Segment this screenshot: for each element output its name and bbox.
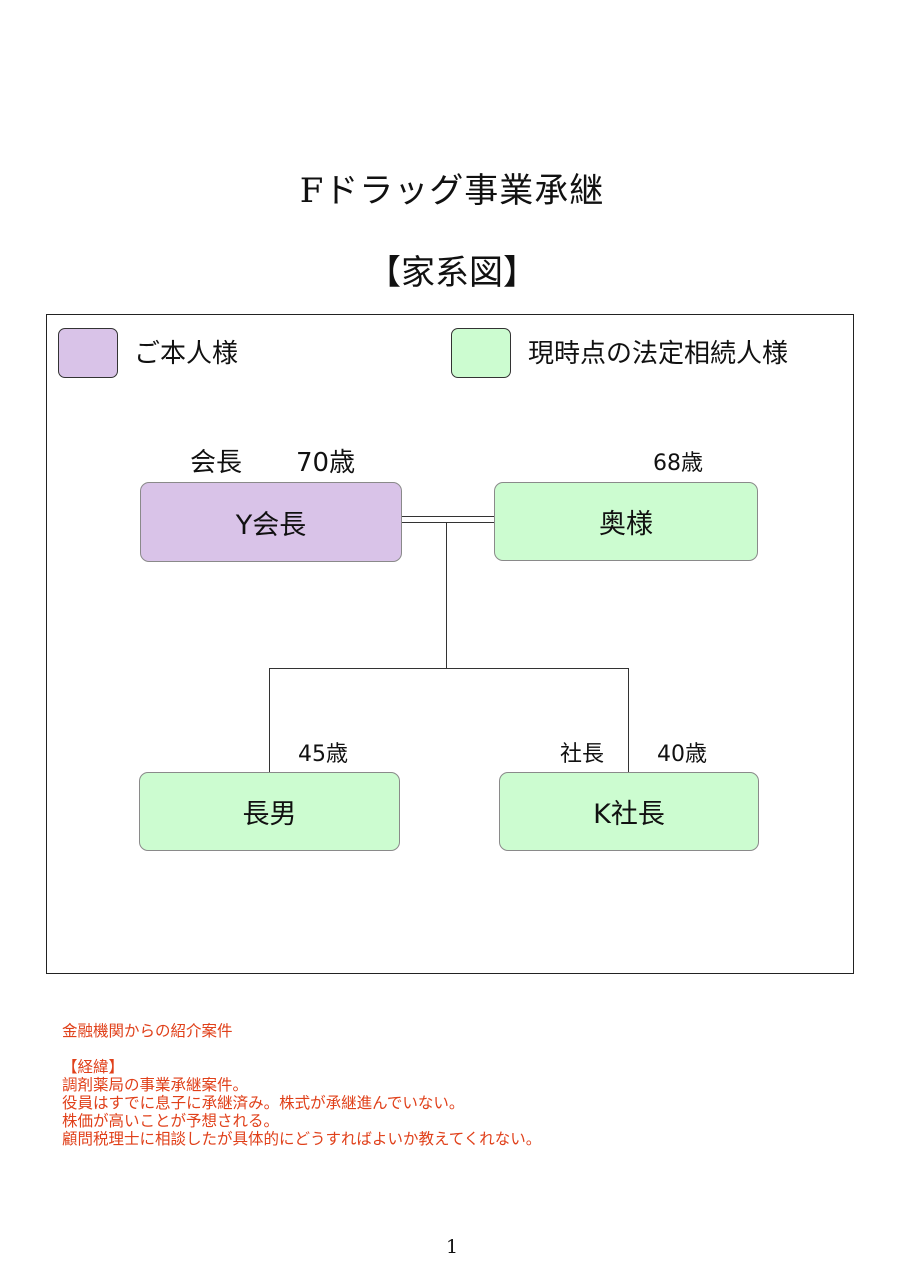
marriage-line-top [402,516,494,517]
president-name: K社長 [593,799,665,830]
notes-background-heading: 【経緯】 [62,1058,125,1076]
person-box-president: K社長 [499,772,759,851]
legend-label-heirs: 現時点の法定相続人様 [528,339,789,369]
notes-line: 調剤薬局の事業承継案件。 [62,1076,249,1094]
eldest-son-name: 長男 [242,799,297,830]
eldest-son-age: 45歳 [298,742,348,767]
descent-line-vertical [446,523,447,668]
page-number: 1 [445,1236,459,1258]
legend-swatch-principal [58,328,118,378]
person-box-wife: 奥様 [494,482,758,561]
child-line-president [628,668,629,772]
family-tree-frame [46,314,854,974]
legend-label-principal: ご本人様 [134,339,239,369]
notes-line: 顧問税理士に相談したが具体的にどうすればよいか教えてくれない。 [62,1130,542,1148]
case-notes: 金融機関からの紹介案件 【経緯】 調剤薬局の事業承継案件。 役員はすでに息子に承… [62,1022,541,1148]
notes-source: 金融機関からの紹介案件 [62,1022,233,1040]
marriage-line-bottom [402,522,494,523]
notes-line: 株価が高いことが予想される。 [62,1112,280,1130]
page-subtitle: 【家系図】 [367,253,537,293]
president-role: 社長 [560,742,605,767]
child-line-eldest-son [269,668,270,772]
wife-name: 奥様 [599,509,653,540]
person-box-chairman: Y会長 [140,482,402,562]
legend-swatch-heirs [451,328,511,378]
page-title: Fドラッグ事業承継 [299,171,605,211]
person-box-eldest-son: 長男 [139,772,400,851]
sibling-line-horizontal [269,668,629,669]
chairman-age: 70歳 [296,448,356,478]
notes-line: 役員はすでに息子に承継済み。株式が承継進んでいない。 [62,1094,465,1112]
chairman-role: 会長 [190,448,243,478]
wife-age: 68歳 [653,451,703,476]
chairman-name: Y会長 [235,509,307,541]
president-age: 40歳 [657,742,707,767]
